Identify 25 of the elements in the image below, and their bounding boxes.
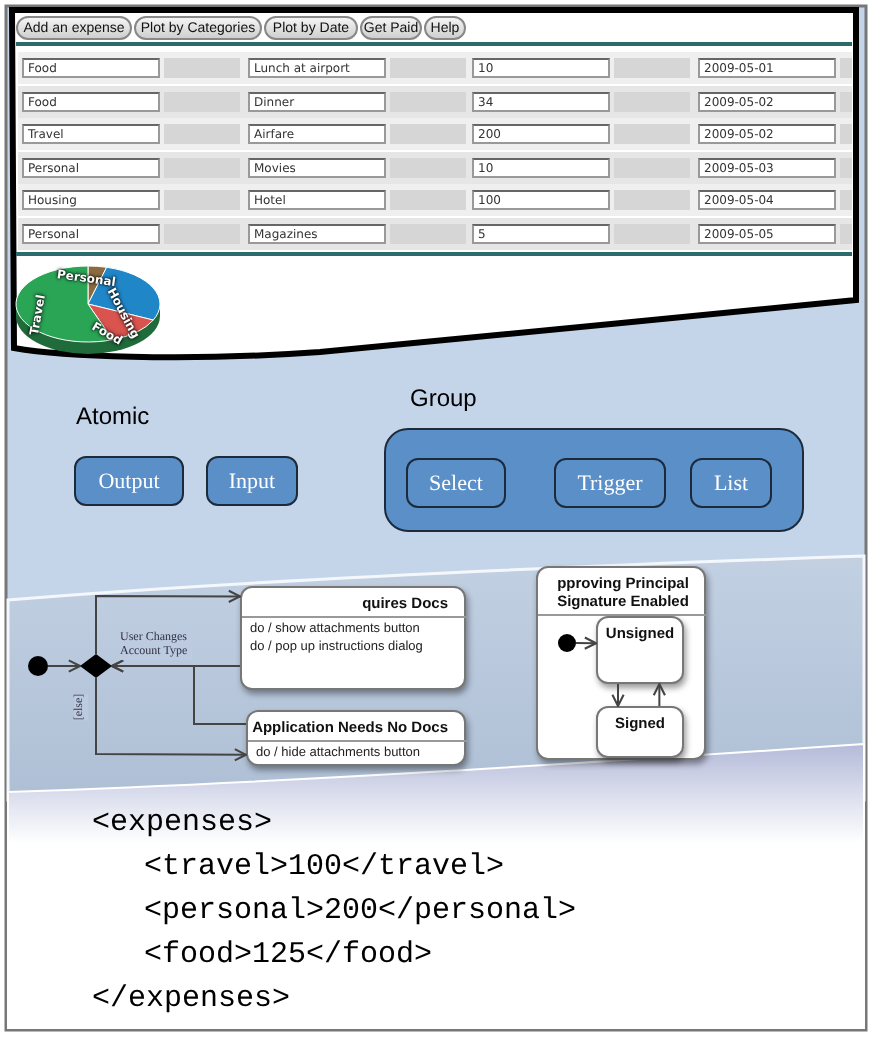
initial-state-dot	[558, 634, 576, 652]
component-box: Select	[406, 458, 506, 508]
decision-diamond	[80, 654, 112, 678]
state-box	[246, 710, 466, 766]
transition-arrow	[652, 682, 666, 707]
code-line: </expenses>	[92, 982, 291, 1016]
section-heading: Atomic	[76, 402, 150, 430]
state-box	[240, 586, 466, 690]
transition-arrow	[47, 659, 82, 673]
initial-state-dot	[28, 656, 48, 676]
transition-arrow	[611, 683, 625, 708]
transition-arrow	[95, 677, 248, 762]
component-box: Output	[74, 456, 184, 506]
composite-state	[536, 566, 706, 760]
code-line: <food>125</food>	[144, 938, 433, 972]
transition-arrow	[110, 659, 247, 725]
component-box: Trigger	[554, 458, 666, 508]
component-box: List	[690, 458, 772, 508]
code-line: <travel>100</travel>	[144, 850, 505, 884]
transition-arrow	[95, 589, 242, 655]
transition-arrow	[575, 636, 598, 650]
code-line: <expenses>	[92, 806, 273, 840]
group-heading: Group	[410, 384, 477, 412]
code-line: <personal>200</personal>	[144, 894, 577, 928]
component-box: Input	[206, 456, 298, 506]
